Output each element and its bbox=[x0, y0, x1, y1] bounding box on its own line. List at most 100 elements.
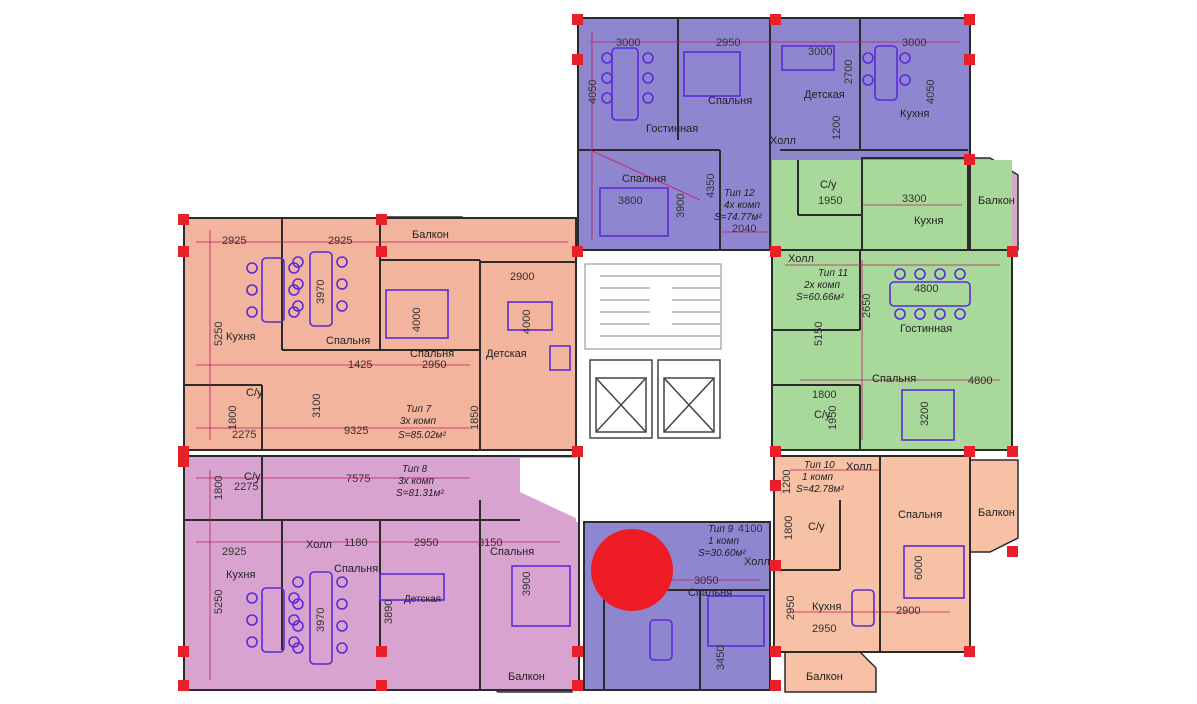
svg-text:9325: 9325 bbox=[344, 425, 368, 437]
type-label-11: Тип 11 2х комп S=60.66м² bbox=[796, 268, 848, 303]
svg-text:4000: 4000 bbox=[411, 308, 423, 332]
dining-table-bed8 bbox=[309, 571, 333, 665]
svg-text:S=30.60м²: S=30.60м² bbox=[698, 548, 746, 559]
svg-text:2950: 2950 bbox=[716, 37, 740, 49]
svg-text:1180: 1180 bbox=[344, 537, 368, 549]
room-bath-12: С/у bbox=[820, 179, 837, 191]
bed-apt9 bbox=[707, 595, 765, 647]
svg-text:2275: 2275 bbox=[234, 481, 258, 493]
bed-apt7 bbox=[385, 289, 449, 339]
room-hall-10: Холл bbox=[846, 461, 872, 473]
room-kitchen-10: Кухня bbox=[812, 601, 841, 613]
svg-text:3х комп: 3х комп bbox=[398, 476, 434, 487]
columns bbox=[178, 14, 1018, 691]
dining-table-bed7 bbox=[309, 251, 333, 327]
bed-apt11 bbox=[901, 389, 955, 441]
svg-text:3900: 3900 bbox=[521, 572, 533, 596]
balcony-apt10-right bbox=[967, 459, 1019, 553]
svg-text:Тип 8: Тип 8 bbox=[402, 464, 428, 475]
room-balcony-10b: Балкон bbox=[806, 671, 843, 683]
type-label-10: Тип 10 1 комп S=42.78м² bbox=[796, 460, 844, 495]
svg-text:S=85.02м²: S=85.02м² bbox=[398, 430, 446, 441]
room-hall-12: Холл bbox=[770, 135, 796, 147]
svg-text:3200: 3200 bbox=[919, 402, 931, 426]
dimension-lines bbox=[196, 32, 1000, 680]
svg-text:1200: 1200 bbox=[781, 470, 793, 494]
elevator-right bbox=[657, 359, 721, 439]
dining-table-kitchen7 bbox=[261, 257, 285, 323]
svg-text:1850: 1850 bbox=[469, 406, 481, 430]
furniture bbox=[246, 45, 971, 665]
svg-text:S=74.77м²: S=74.77м² bbox=[714, 212, 762, 223]
location-marker[interactable] bbox=[591, 529, 673, 611]
room-bath-10: С/у bbox=[808, 521, 825, 533]
room-living-11: Гостинная bbox=[900, 323, 952, 335]
svg-text:1950: 1950 bbox=[827, 406, 839, 430]
svg-text:3800: 3800 bbox=[618, 195, 642, 207]
bed-apt8 bbox=[511, 565, 571, 627]
room-bath-8: С/у bbox=[244, 471, 261, 483]
room-bedroom-8b: Спальня bbox=[490, 546, 534, 558]
svg-text:1425: 1425 bbox=[348, 359, 372, 371]
svg-text:5150: 5150 bbox=[813, 322, 825, 346]
room-kitchen-8: Кухня bbox=[226, 569, 255, 581]
svg-text:2925: 2925 bbox=[328, 235, 352, 247]
room-living-12: Гостинная bbox=[646, 123, 698, 135]
dining-table-living11 bbox=[889, 281, 971, 307]
svg-text:4350: 4350 bbox=[705, 174, 717, 198]
svg-text:2925: 2925 bbox=[222, 235, 246, 247]
room-kitchen-12: Кухня bbox=[900, 108, 929, 120]
svg-text:1800: 1800 bbox=[213, 476, 225, 500]
svg-text:3100: 3100 bbox=[311, 394, 323, 418]
room-kids-8: Детская bbox=[404, 594, 441, 605]
room-balcony-8: Балкон bbox=[508, 671, 545, 683]
svg-text:3000: 3000 bbox=[902, 37, 926, 49]
corridor bbox=[520, 450, 772, 522]
room-hall-8: Холл bbox=[306, 539, 332, 551]
dining-table-living12 bbox=[611, 47, 639, 121]
svg-text:S=81.31м²: S=81.31м² bbox=[396, 488, 444, 499]
room-kitchen-7: Кухня bbox=[226, 331, 255, 343]
svg-text:2900: 2900 bbox=[510, 271, 534, 283]
elevator-left bbox=[589, 359, 653, 439]
svg-text:3000: 3000 bbox=[616, 37, 640, 49]
svg-text:Тип 11: Тип 11 bbox=[818, 268, 848, 279]
svg-text:3300: 3300 bbox=[902, 193, 926, 205]
svg-text:3450: 3450 bbox=[715, 646, 727, 670]
svg-text:1 комп: 1 комп bbox=[708, 536, 739, 547]
svg-text:Тип 10: Тип 10 bbox=[804, 460, 835, 471]
svg-text:6000: 6000 bbox=[913, 556, 925, 580]
room-kitchen-11: Кухня bbox=[914, 215, 943, 227]
svg-text:Тип 9: Тип 9 bbox=[708, 524, 734, 535]
svg-text:2040: 2040 bbox=[732, 223, 756, 235]
svg-text:4050: 4050 bbox=[925, 80, 937, 104]
svg-text:Тип 12: Тип 12 bbox=[724, 188, 755, 199]
room-bedroom-11: Спальня bbox=[872, 373, 916, 385]
type-label-7: Тип 7 3х комп S=85.02м² bbox=[398, 404, 446, 441]
svg-text:4050: 4050 bbox=[587, 80, 599, 104]
room-bedroom-12a: Спальня bbox=[708, 95, 752, 107]
svg-text:1 комп: 1 комп bbox=[802, 472, 833, 483]
room-bath-11: С/у bbox=[814, 409, 831, 421]
type-label-9: Тип 9 1 комп S=30.60м² bbox=[698, 524, 746, 559]
room-bedroom-10: Спальня bbox=[898, 509, 942, 521]
svg-text:3х комп: 3х комп bbox=[400, 416, 436, 427]
room-bath-7: С/у bbox=[246, 387, 263, 399]
room-balcony-7: Балкон bbox=[412, 229, 449, 241]
svg-text:4х комп: 4х комп bbox=[724, 200, 760, 211]
bed-apt12b bbox=[599, 187, 669, 237]
svg-text:1800: 1800 bbox=[812, 389, 836, 401]
svg-text:1800: 1800 bbox=[227, 406, 239, 430]
svg-text:7575: 7575 bbox=[346, 473, 370, 485]
room-bedroom-7b: Спальня bbox=[410, 348, 454, 360]
svg-text:3970: 3970 bbox=[315, 608, 327, 632]
svg-text:3050: 3050 bbox=[694, 575, 718, 587]
svg-text:2275: 2275 bbox=[232, 429, 256, 441]
svg-text:S=42.78м²: S=42.78м² bbox=[796, 484, 844, 495]
room-kids-7: Детская bbox=[486, 348, 527, 360]
svg-text:2650: 2650 bbox=[861, 294, 873, 318]
svg-text:2950: 2950 bbox=[422, 359, 446, 371]
svg-text:2925: 2925 bbox=[222, 546, 246, 558]
svg-text:S=60.66м²: S=60.66м² bbox=[796, 292, 844, 303]
